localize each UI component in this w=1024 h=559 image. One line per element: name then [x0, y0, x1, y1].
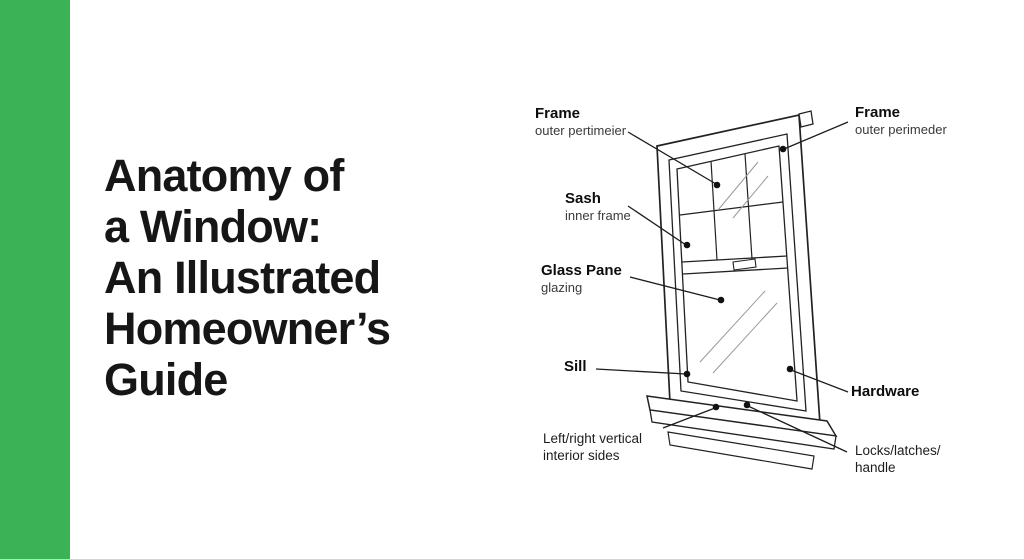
- label-frame-left-caption: outer pertimeier: [535, 123, 627, 138]
- label-locks-line1: Locks/latches/: [855, 443, 941, 458]
- leader-dots: [683, 145, 794, 411]
- leader-left-right: [662, 407, 716, 429]
- label-frame-outer-right: Frame outer perimeder: [855, 104, 947, 138]
- label-sash-caption: inner frame: [565, 208, 631, 223]
- dot-sill: [683, 370, 691, 378]
- leader-hardware: [790, 369, 849, 393]
- title-line-1: Anatomy of: [104, 150, 344, 201]
- tilt-latch: [732, 258, 757, 271]
- label-glass-pane-term: Glass Pane: [541, 262, 622, 279]
- meeting-rail-bottom: [682, 267, 789, 275]
- label-frame-left-term: Frame: [535, 105, 581, 122]
- window-sill-front: [649, 409, 837, 450]
- label-sill-term: Sill: [564, 358, 587, 375]
- glass-reflection: [732, 175, 769, 219]
- window-apron: [667, 431, 815, 470]
- label-locks-line2: handle: [855, 460, 896, 475]
- glass-reflection: [717, 161, 759, 211]
- label-hardware: Hardware: [851, 383, 919, 401]
- label-sill: Sill: [564, 358, 587, 376]
- page-title: Anatomy of a Window: An Illustrated Home…: [104, 150, 391, 405]
- window-drawing: [646, 110, 838, 470]
- leader-sash: [627, 205, 687, 246]
- label-left-right-line1: Left/right vertical: [543, 431, 643, 446]
- leader-frame-right: [783, 121, 849, 150]
- leader-frame-left: [627, 131, 717, 185]
- title-line-4: Homeowner’s: [104, 303, 391, 354]
- leader-sill: [595, 368, 687, 375]
- glass-reflection: [699, 290, 766, 363]
- window-head-cap: [798, 110, 814, 128]
- label-glass-pane-caption: glazing: [541, 280, 583, 295]
- title-line-3: An Illustrated: [104, 252, 381, 303]
- dot-glass-pane: [717, 296, 725, 304]
- window-sash: [676, 145, 798, 402]
- label-glass-pane: Glass Pane glazing: [541, 262, 622, 296]
- dot-sash: [683, 241, 691, 249]
- label-left-right-line2: interior sides: [543, 448, 620, 463]
- glass-reflection: [712, 302, 778, 374]
- dot-left-right: [712, 403, 720, 411]
- label-frame-outer-left: Frame outer pertimeier: [535, 105, 626, 139]
- label-frame-right-caption: outer perimeder: [855, 122, 947, 137]
- dot-frame-left: [713, 181, 721, 189]
- dot-frame-right: [779, 145, 787, 153]
- dot-hardware: [786, 365, 794, 373]
- leader-locks: [747, 405, 848, 453]
- title-line-2: a Window:: [104, 201, 322, 252]
- label-hardware-term: Hardware: [851, 383, 920, 400]
- leader-glass-pane: [629, 276, 721, 301]
- title-line-5: Guide: [104, 354, 228, 405]
- dot-locks: [743, 401, 751, 409]
- accent-bar: [0, 0, 70, 559]
- label-locks-latches: Locks/latches/ handle: [855, 442, 941, 476]
- label-sash: Sash inner frame: [565, 190, 631, 224]
- meeting-rail-top: [681, 255, 788, 263]
- leader-lines: [595, 121, 849, 453]
- label-left-right-vertical: Left/right vertical interior sides: [543, 430, 642, 464]
- label-frame-right-term: Frame: [855, 104, 901, 121]
- label-sash-term: Sash: [565, 190, 601, 207]
- muntin-horizontal: [679, 201, 784, 216]
